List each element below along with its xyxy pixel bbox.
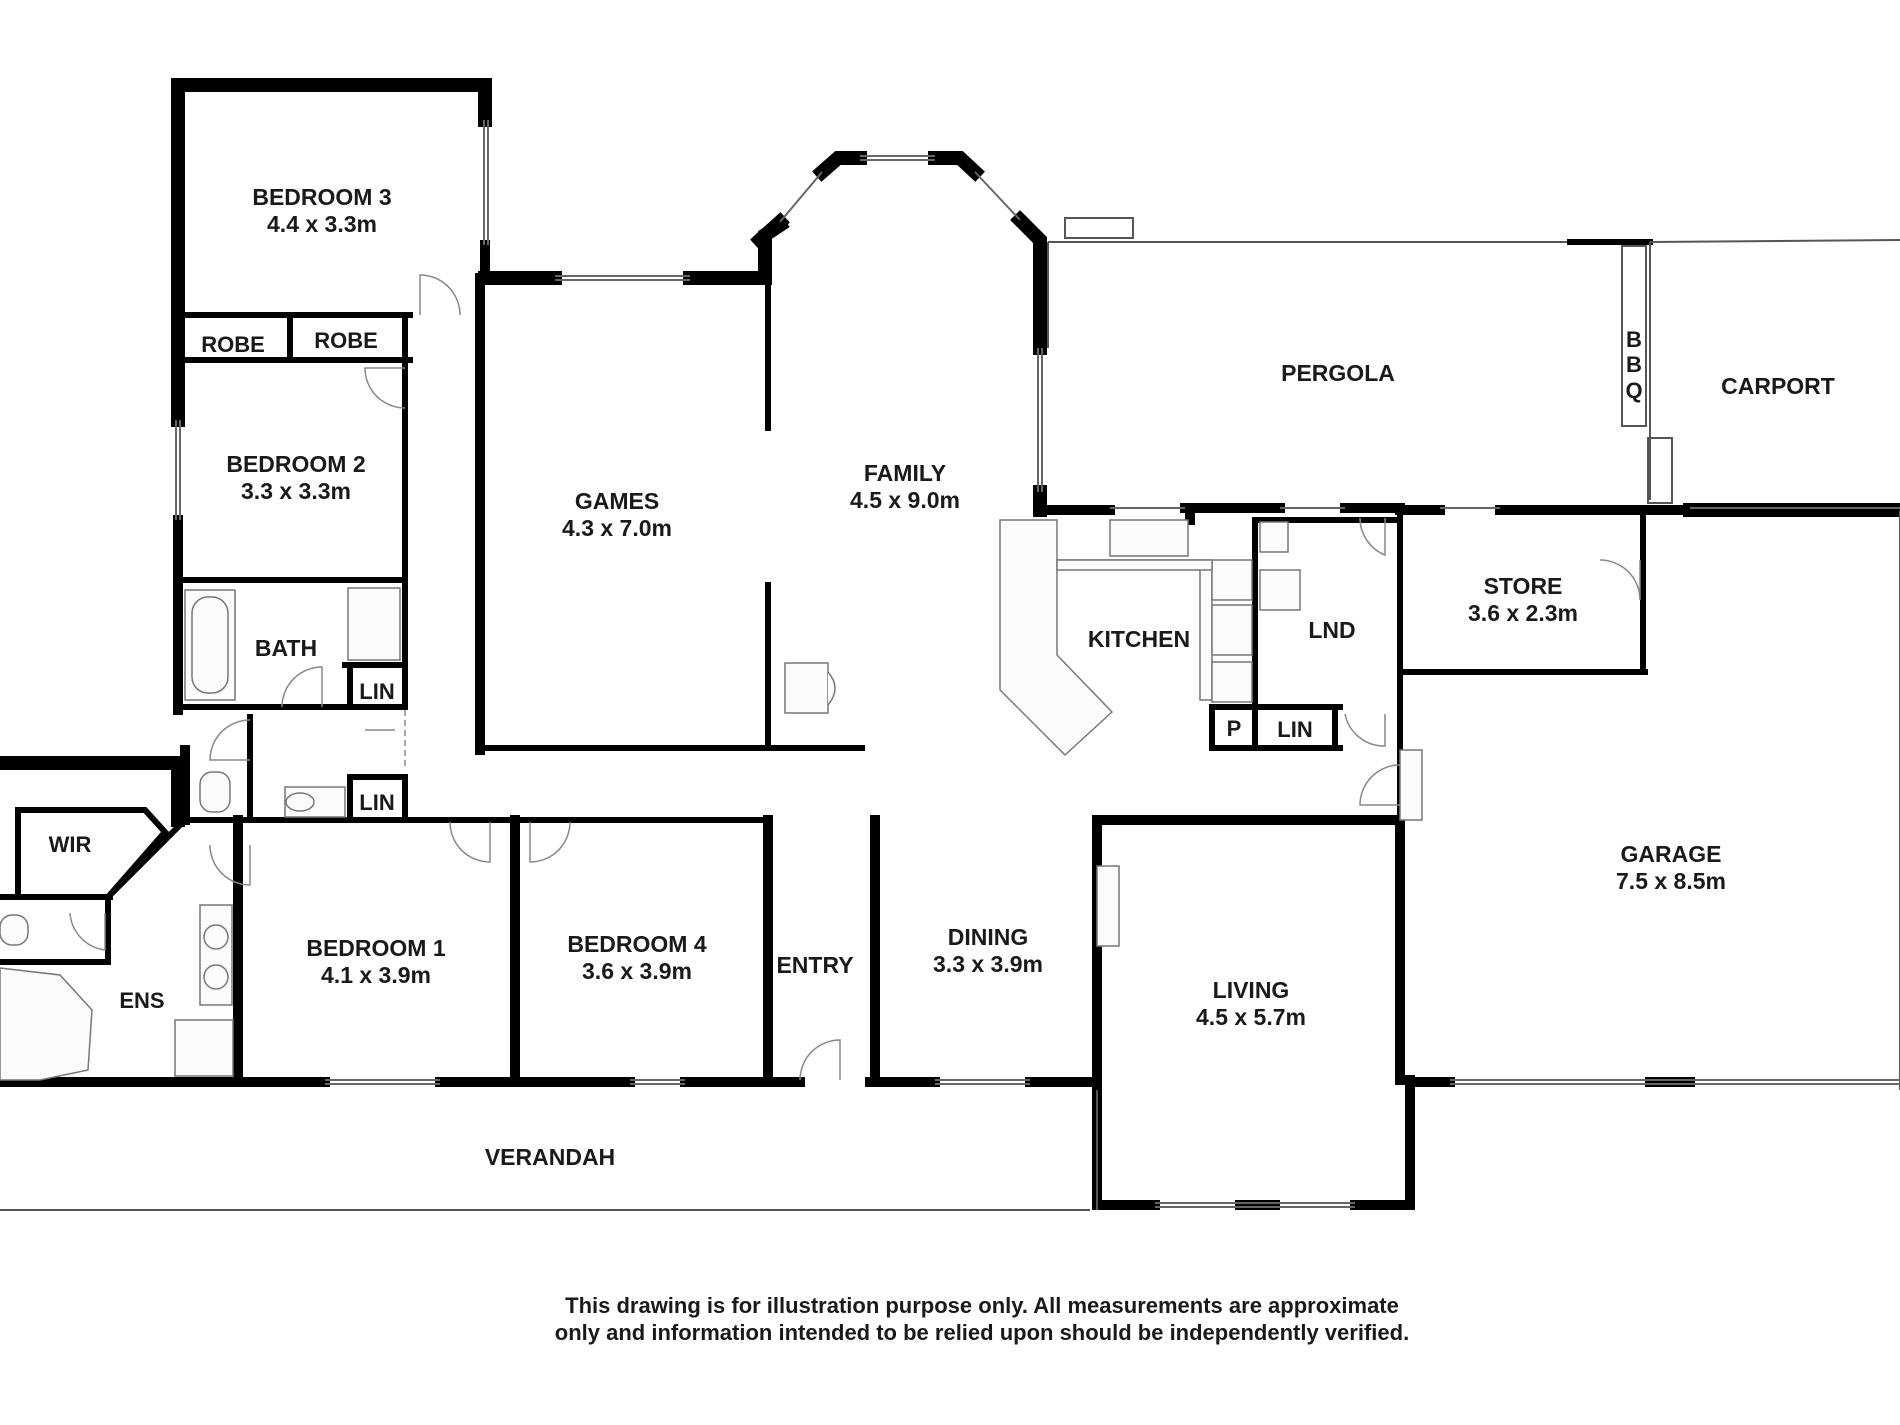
garage-size: 7.5 x 8.5m xyxy=(1616,868,1726,894)
lin2-name: LIN xyxy=(359,790,394,815)
bedroom2-name: BEDROOM 2 xyxy=(226,451,365,477)
robe2-name: ROBE xyxy=(314,328,378,353)
windows xyxy=(175,120,1900,1208)
entry-name: ENTRY xyxy=(776,952,853,978)
bedroom3-name: BEDROOM 3 xyxy=(252,184,391,210)
family-name: FAMILY xyxy=(864,460,946,486)
doors xyxy=(69,274,1641,1081)
bath-name: BATH xyxy=(255,635,317,661)
bedroom1-name: BEDROOM 1 xyxy=(306,935,446,961)
games-name: GAMES xyxy=(575,488,659,514)
living-name: LIVING xyxy=(1213,977,1290,1003)
bedroom1-size: 4.1 x 3.9m xyxy=(321,962,431,988)
bedroom4-name: BEDROOM 4 xyxy=(567,931,707,957)
games-size: 4.3 x 7.0m xyxy=(562,515,672,541)
disclaimer-line-2: only and information intended to be reli… xyxy=(555,1320,1409,1345)
pergola-name: PERGOLA xyxy=(1281,360,1395,386)
lin1-name: LIN xyxy=(359,679,394,704)
carport-name: CARPORT xyxy=(1721,373,1835,399)
living-size: 4.5 x 5.7m xyxy=(1196,1004,1306,1030)
pantry-name: P xyxy=(1227,716,1242,741)
garage-name: GARAGE xyxy=(1621,841,1722,867)
bedroom4-size: 3.6 x 3.9m xyxy=(582,958,692,984)
dining-name: DINING xyxy=(948,924,1029,950)
bbq-letter-2: B xyxy=(1626,352,1642,377)
kitchen-name: KITCHEN xyxy=(1088,626,1190,652)
bbq-letter-1: B xyxy=(1626,327,1642,352)
dining-size: 3.3 x 3.9m xyxy=(933,951,1043,977)
lin3-name: LIN xyxy=(1277,717,1312,742)
lnd-name: LND xyxy=(1308,617,1355,643)
disclaimer-line-1: This drawing is for illustration purpose… xyxy=(565,1293,1399,1318)
bbq-letter-3: Q xyxy=(1625,378,1642,403)
fixtures xyxy=(0,519,1301,1081)
family-size: 4.5 x 9.0m xyxy=(850,487,960,513)
ens-name: ENS xyxy=(119,988,164,1013)
store-size: 3.6 x 2.3m xyxy=(1468,600,1578,626)
robe1-name: ROBE xyxy=(201,332,265,357)
room-labels: BEDROOM 3 4.4 x 3.3m ROBE ROBE BEDROOM 2… xyxy=(49,184,1835,1170)
disclaimer: This drawing is for illustration purpose… xyxy=(555,1293,1409,1345)
store-name: STORE xyxy=(1484,573,1563,599)
verandah-name: VERANDAH xyxy=(485,1144,615,1170)
bedroom2-size: 3.3 x 3.3m xyxy=(241,478,351,504)
wir-name: WIR xyxy=(49,832,92,857)
bedroom3-size: 4.4 x 3.3m xyxy=(267,211,377,237)
